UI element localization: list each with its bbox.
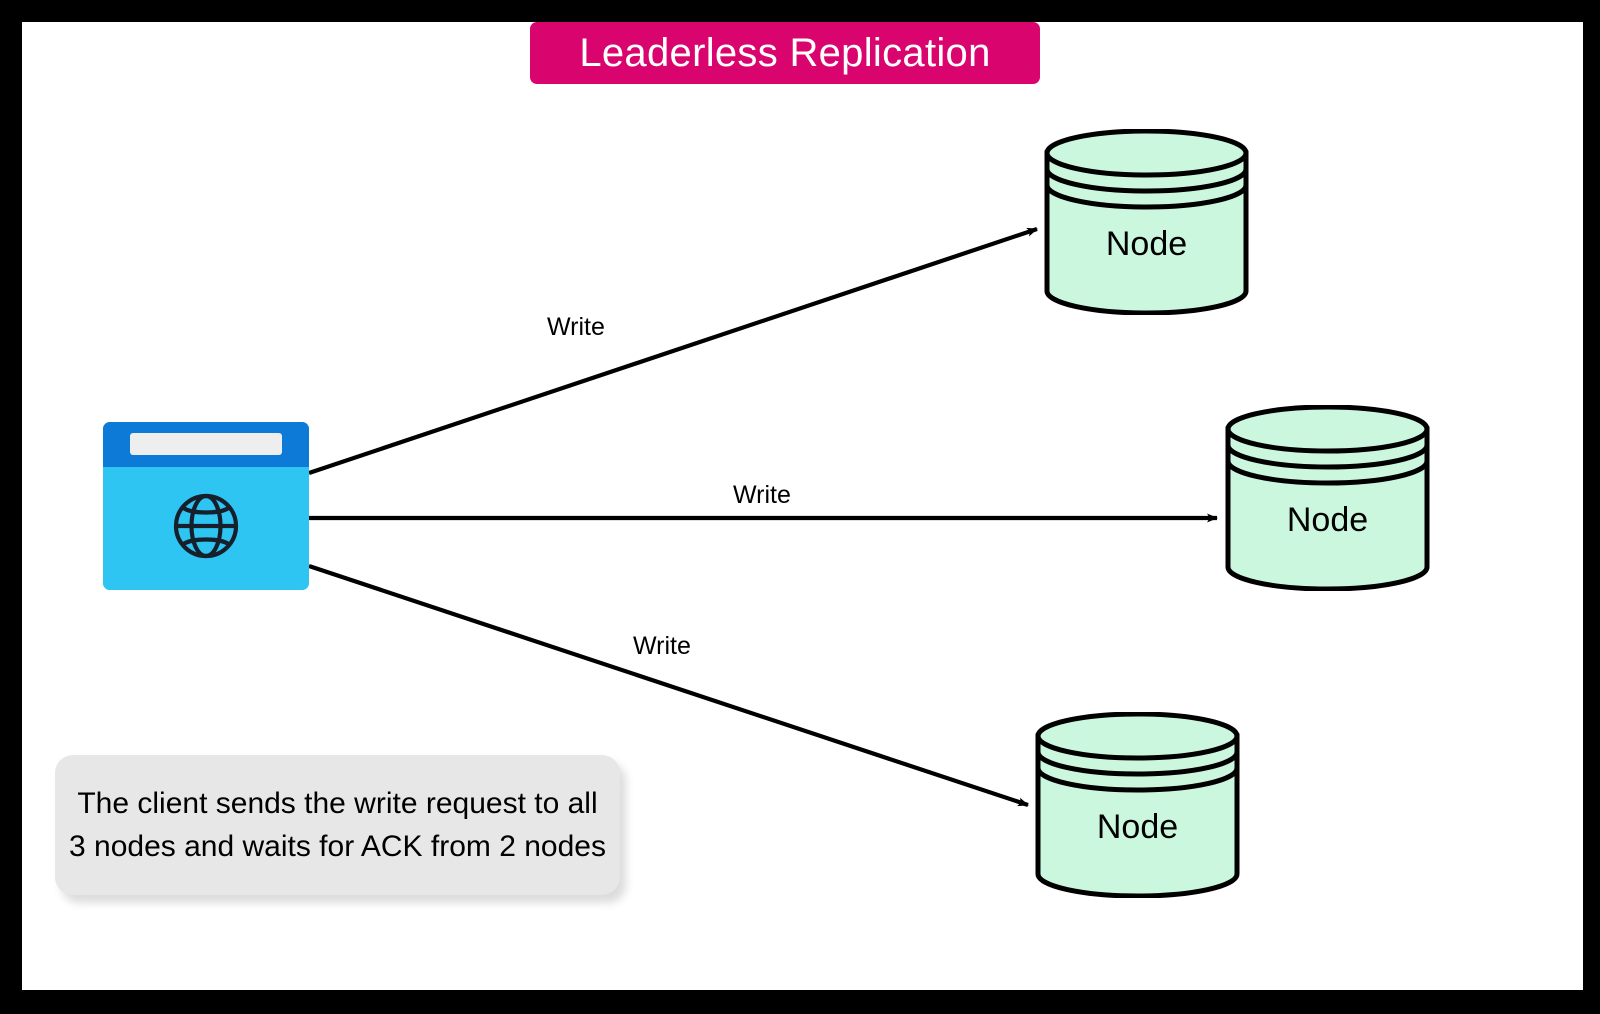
edge-label-write-3: Write (633, 632, 691, 660)
node-label: Node (1286, 501, 1369, 539)
note-callout: The client sends the write request to al… (55, 755, 620, 895)
page-title: Leaderless Replication (530, 22, 1040, 84)
browser-url-bar[interactable] (130, 433, 282, 455)
database-node-3[interactable]: Node (1034, 712, 1241, 898)
node-label: Node (1096, 808, 1179, 846)
browser-content (103, 467, 309, 590)
globe-icon (170, 490, 242, 567)
edge-label-write-1: Write (547, 313, 605, 341)
note-text: The client sends the write request to al… (69, 787, 606, 863)
edge-label-write-2: Write (733, 481, 791, 509)
browser-titlebar (103, 422, 309, 467)
node-label: Node (1105, 225, 1188, 263)
client-browser[interactable] (103, 422, 309, 590)
database-node-1[interactable]: Node (1043, 129, 1250, 315)
database-node-2[interactable]: Node (1224, 405, 1431, 591)
